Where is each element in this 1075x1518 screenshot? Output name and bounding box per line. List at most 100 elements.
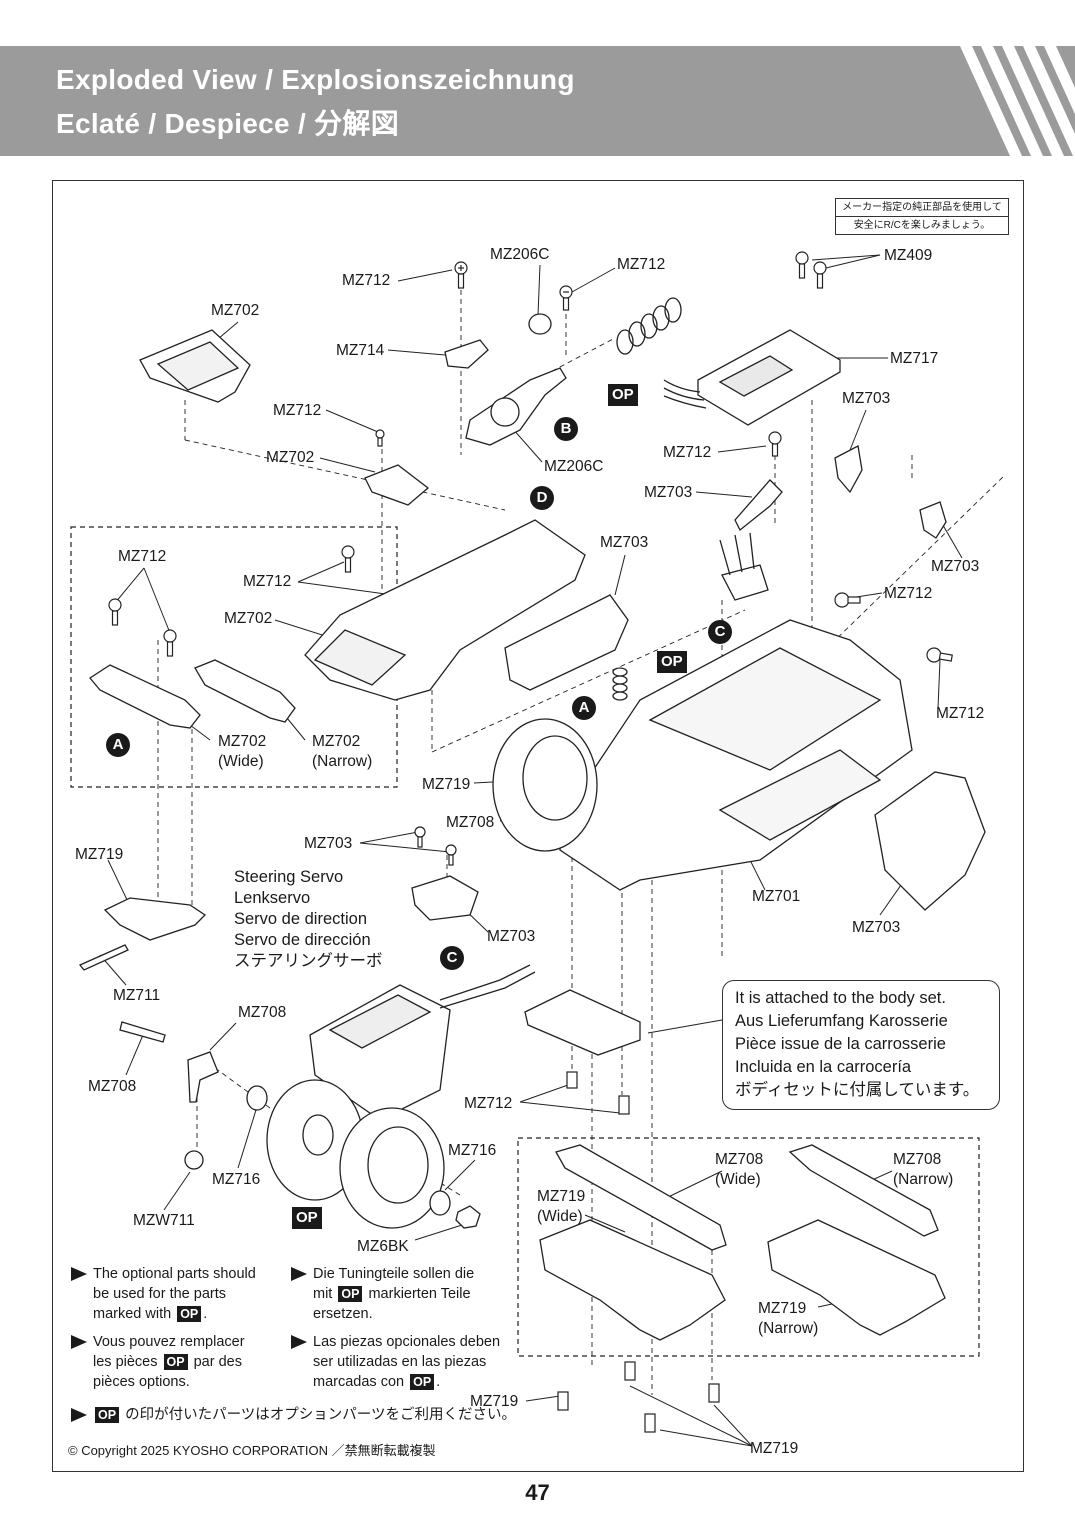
servo-label-en: Steering Servo: [234, 868, 344, 886]
op-inline-badge: OP: [338, 1286, 363, 1303]
servo-label-ja: ステアリングサーボ: [234, 952, 383, 970]
mz703-pivot-a: [834, 445, 863, 494]
note-de-line1: Die Tuningteile sollen die: [313, 1266, 475, 1282]
part-label: MZ712: [273, 402, 322, 419]
part-label: MZ703: [304, 835, 353, 852]
mz206c-cap: [528, 313, 552, 335]
mz708-kingpin: [119, 1021, 166, 1043]
mz708-joint: [187, 1051, 219, 1103]
part-label: MZ716: [448, 1142, 497, 1159]
genuine-parts-note: メーカー指定の純正部品を使用して 安全にR/Cを楽しみましょう。: [835, 198, 1009, 235]
part-label: MZ702: [211, 302, 260, 319]
part-label: MZ703: [842, 390, 891, 407]
callout-ja: ボディセットに付属しています。: [735, 1081, 980, 1099]
callout-de: Aus Lieferumfang Karosserie: [735, 1012, 948, 1030]
callout-es: Incluida en la carrocería: [735, 1058, 912, 1076]
op-badge: OP: [292, 1207, 322, 1229]
note-es-line1: Las piezas opcionales deben: [313, 1334, 501, 1350]
op-inline-badge: OP: [410, 1374, 435, 1391]
part-label: MZ409: [884, 247, 933, 264]
part-label: MZ712: [118, 548, 167, 565]
note-ja: OP の印が付いたパーツはオプションパーツをご利用ください。: [71, 1405, 517, 1425]
body-set-plate: [524, 989, 641, 1056]
part-label: MZ719: [75, 846, 124, 863]
op-badge: OP: [657, 651, 687, 673]
marker-b: B: [554, 417, 578, 441]
part-label: MZ702: [224, 610, 273, 627]
bullet-arrow-icon: [291, 1335, 307, 1349]
servo-label-de: Lenkservo: [234, 889, 311, 907]
part-label: MZ717: [890, 350, 939, 367]
note-fr-line3: pièces options.: [93, 1374, 190, 1390]
part-label: MZ712: [243, 573, 292, 590]
part-label: (Wide): [218, 753, 264, 770]
note-en-line2: be used for the parts: [93, 1286, 226, 1302]
genuine-parts-note-line2: 安全にR/Cを楽しみましょう。: [853, 220, 991, 231]
body-set-callout: It is attached to the body set. Aus Lief…: [722, 980, 1000, 1110]
bullet-arrow-icon: [71, 1335, 87, 1349]
part-label: MZ703: [644, 484, 693, 501]
marker-a: A: [106, 733, 130, 757]
op-inline-badge: OP: [95, 1407, 120, 1424]
part-label: MZ714: [336, 342, 385, 359]
part-label: MZ702: [312, 733, 361, 750]
part-label: MZ716: [212, 1171, 261, 1188]
mz716-bearing-b: [429, 1190, 451, 1216]
part-label: MZ719: [758, 1300, 807, 1317]
part-label: MZ712: [464, 1095, 513, 1112]
bullet-arrow-icon: [71, 1267, 87, 1281]
part-label: MZ712: [663, 444, 712, 461]
op-badge: OP: [608, 384, 638, 406]
part-label: MZ701: [752, 888, 801, 905]
mz703-servo-mount: [411, 875, 479, 921]
servo-label-fr: Servo de direction: [234, 910, 367, 928]
part-label: MZ712: [936, 705, 985, 722]
op-spring: [616, 297, 682, 355]
note-en-line3: marked with: [93, 1306, 172, 1322]
page-number: 47: [525, 1480, 550, 1505]
note-de-line3: ersetzen.: [313, 1306, 373, 1322]
note-fr-line1: Vous pouvez remplacer: [93, 1334, 245, 1350]
part-label: (Wide): [715, 1171, 761, 1188]
mzw711-ball: [184, 1150, 204, 1170]
part-label: MZ708: [715, 1151, 764, 1168]
mz703-bracket: [874, 771, 986, 911]
part-label: MZ708: [446, 814, 495, 831]
genuine-parts-note-line1: メーカー指定の純正部品を使用して: [836, 199, 1008, 217]
part-label: MZ711: [113, 987, 161, 1004]
page-header: Exploded View / Explosionszeichnung Ecla…: [0, 46, 1075, 156]
part-label: MZ712: [617, 256, 666, 273]
arm-wide-part: [89, 664, 201, 729]
header-stripes: [960, 46, 1075, 156]
note-es-line2: ser utilizadas en las piezas: [313, 1354, 487, 1370]
part-label: MZ719: [537, 1188, 586, 1205]
mz708-wide-part: [555, 1144, 727, 1251]
part-label: MZ708: [238, 1004, 287, 1021]
part-label: MZ702: [218, 733, 267, 750]
mz719-wide-part: [539, 1219, 726, 1341]
mz703-pivot-b: [919, 501, 947, 539]
mz6bk-nut: [455, 1205, 481, 1229]
part-label: MZ703: [852, 919, 901, 936]
part-label: MZ702: [266, 449, 315, 466]
steering-servo-label: Steering Servo Lenkservo Servo de direct…: [234, 867, 383, 972]
part-label: MZ719: [422, 776, 471, 793]
marker-c: C: [708, 620, 732, 644]
note-en-end: .: [203, 1306, 208, 1322]
part-label: (Narrow): [893, 1171, 954, 1188]
part-label: MZ708: [88, 1078, 137, 1095]
note-fr: Vous pouvez remplacer les pièces OP par …: [71, 1332, 245, 1392]
note-ja-text: の印が付いたパーツはオプションパーツをご利用ください。: [125, 1407, 517, 1423]
mz703-arm: [734, 479, 783, 532]
marker-c: C: [440, 946, 464, 970]
front-arm-group-box: [70, 526, 398, 788]
header-title-line2: Eclaté / Despiece / 分解図: [56, 108, 400, 139]
marker-d: D: [530, 486, 554, 510]
part-label: MZ703: [487, 928, 536, 945]
note-fr-line2b: par des: [193, 1354, 242, 1370]
note-de: Die Tuningteile sollen die mit OP markie…: [291, 1264, 475, 1324]
note-es-line3a: marcadas con: [313, 1374, 405, 1390]
rear-plate-group-box: [517, 1137, 980, 1357]
part-label: MZW711: [133, 1212, 195, 1229]
